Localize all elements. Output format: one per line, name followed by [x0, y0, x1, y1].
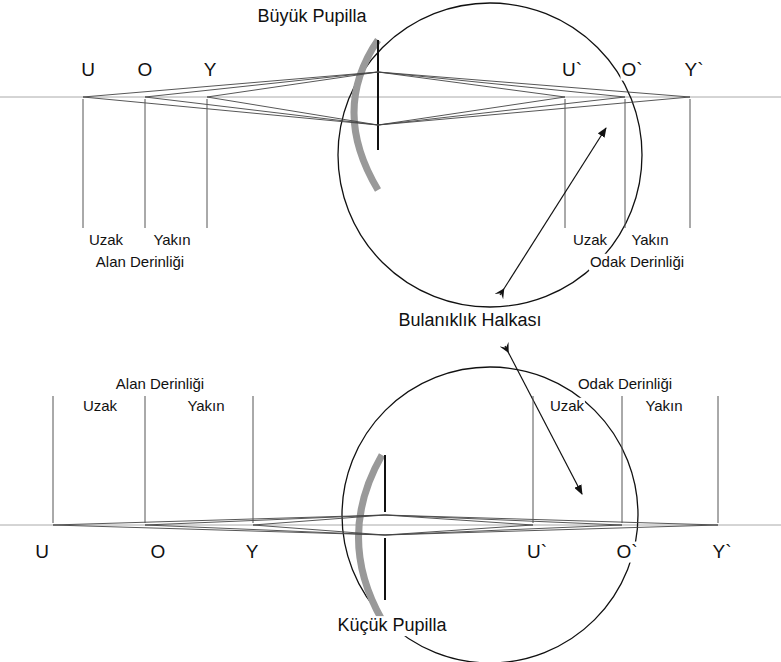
caption-label: Küçük Pupilla	[336, 616, 447, 636]
caption-label: Uzak	[549, 398, 585, 415]
point-letter: Y	[203, 60, 218, 81]
point-letter: Y`	[684, 60, 705, 81]
cornea	[354, 40, 378, 190]
caption-label: Odak Derinliği	[577, 376, 673, 393]
optical-axis	[0, 525, 781, 526]
caption-label: Uzak	[88, 232, 124, 249]
point-letter: O`	[615, 542, 638, 563]
caption-label: Bulanıklık Halkası	[397, 311, 542, 331]
depth-markers	[83, 99, 690, 228]
caption-label: Alan Derinliği	[95, 254, 185, 271]
caption-label: Büyük Pupilla	[256, 7, 367, 27]
point-letter: U`	[561, 60, 583, 81]
caption-label: Yakın	[630, 232, 669, 249]
point-letter: Y	[245, 542, 260, 563]
point-letter: U`	[526, 542, 548, 563]
rays	[83, 72, 690, 125]
caption-label: Yakın	[152, 232, 191, 249]
caption-label: Yakın	[644, 398, 683, 415]
point-letter: O`	[620, 60, 643, 81]
point-letter: O	[150, 542, 167, 563]
caption-label: Yakın	[186, 398, 225, 415]
cornea	[359, 455, 383, 620]
rays	[53, 515, 718, 535]
caption-label: Alan Derinliği	[115, 376, 205, 393]
large-pupil	[377, 40, 379, 150]
point-letter: Y`	[712, 542, 733, 563]
optical-axis	[0, 97, 781, 98]
small-pupil	[384, 538, 386, 600]
depth-markers	[53, 396, 718, 523]
caption-label: Uzak	[572, 232, 608, 249]
small-pupil	[384, 455, 386, 512]
point-letter: U	[34, 542, 50, 563]
caption-label: Odak Derinliği	[589, 254, 685, 271]
leader-line	[505, 346, 582, 494]
caption-label: Uzak	[82, 398, 118, 415]
point-letter: O	[137, 60, 154, 81]
point-letter: U	[80, 60, 96, 81]
